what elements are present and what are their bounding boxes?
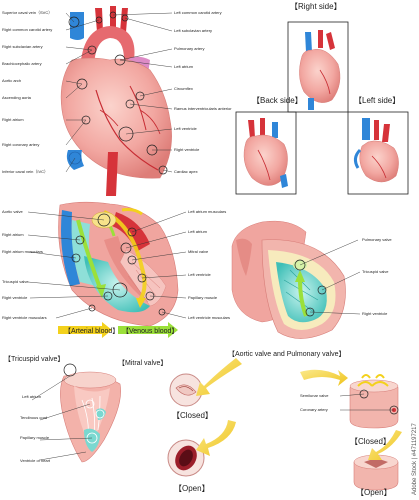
label-cardiac-apex: Cardiac apex [174, 169, 198, 174]
mitral-title: 【Mitral valve】 [118, 359, 167, 367]
label-semilunar-valve: Semilunar valve [300, 393, 329, 398]
back-side-frame [235, 111, 297, 195]
label-section-right-ventricle: Right ventricle [2, 295, 28, 300]
label-section-tricuspid-valve: Tricuspid valve [2, 279, 29, 284]
label-rv-tricuspid-valve: Tricuspid valve [362, 269, 389, 274]
label-tv-left-atrium: Left atrium [22, 394, 42, 399]
label-tv-papillary-muscle: Papillary muscle [20, 435, 50, 440]
label-left-common-carotid: Left common carotid artery [174, 10, 222, 15]
front-view-labels-right: Left common carotid artery Left subclavi… [174, 10, 232, 174]
right-ventricle-cutaway [231, 220, 346, 339]
left-side-frame [347, 111, 409, 195]
label-left-ventricle: Left ventricle [174, 126, 197, 131]
label-left-subclavian: Left subclavian artery [174, 28, 212, 33]
stock-watermark: Adobe Stock | #471197217 [412, 422, 418, 495]
right-side-heart [299, 30, 341, 110]
label-section-right-atrium: Right atrium [2, 232, 24, 237]
front-view-labels-left: Superior caval vein（SVC） Right common ca… [2, 10, 52, 174]
tricuspid-illustration [60, 371, 121, 463]
mitral-open-arrow-icon [196, 420, 236, 456]
section-heart-illustration [58, 201, 179, 327]
right-side-frame [287, 21, 349, 113]
semilunar-leader-1 [339, 393, 365, 397]
semilunar-open-label: 【Open】 [356, 488, 392, 497]
label-pulmonary-artery: Pulmonary artery [174, 46, 204, 51]
right-side-title: 【Right side】 [290, 2, 342, 11]
semilunar-closed-arrow-icon [300, 369, 348, 386]
label-left-ventricle-musculars: Left ventricle musculars [188, 315, 230, 320]
label-aortic-arch: Aortic arch [2, 78, 21, 83]
label-right-common-carotid: Right common carotid artery [2, 27, 52, 32]
label-right-ventricle-musculars: Right ventricle musculars [2, 315, 47, 320]
label-right-subclavian: Right subclavian artery [2, 44, 43, 49]
venous-arrow-icon [118, 322, 178, 338]
mitral-open-illustration [167, 439, 205, 477]
mitral-closed-label: 【Closed】 [172, 411, 213, 420]
front-view-leaders [65, 12, 173, 173]
blood-legend: 【Arterial blood】 【Venous blood】 [58, 322, 178, 338]
semilunar-open-illustration [353, 454, 399, 491]
mitral-closed-illustration [169, 373, 203, 407]
tricuspid-leaders [31, 375, 93, 461]
label-right-atrium-musculars: Right atrium musculars [2, 249, 43, 254]
label-right-ventricle: Right ventricle [174, 147, 200, 152]
section-view-leaders [27, 211, 187, 319]
left-side-heart [353, 118, 399, 183]
left-side-title: 【Left side】 [354, 96, 400, 105]
tricuspid-title: 【Tricuspid valve】 [4, 355, 64, 363]
label-coronary-artery: Coronary artery [300, 407, 328, 412]
legend-venous: 【Venous blood】 [122, 327, 178, 335]
label-right-coronary: Right coronary artery [2, 142, 39, 147]
semilunar-closed-label: 【Closed】 [350, 437, 391, 446]
label-section-left-ventricle: Left ventricle [188, 272, 211, 277]
label-inferior-caval-vein: Inferior caval vein（IVC） [2, 169, 48, 174]
label-tv-ventricle-of-heart: Ventricle of heart [20, 458, 51, 463]
label-left-atrium: Left atrium [174, 64, 194, 69]
mitral-closed-arrow-icon [196, 358, 242, 396]
arterial-arrow-icon [58, 322, 112, 338]
label-aortic-valve: Aortic valve [2, 209, 23, 214]
right-ventricle-leaders [299, 239, 361, 315]
label-ramus-interventricularis: Ramus interventricularis anterior [174, 106, 232, 111]
label-superior-caval-vein: Superior caval vein（SVC） [2, 10, 52, 15]
left-subclavian-shape [120, 8, 128, 32]
label-rv-right-ventricle: Right ventricle [362, 311, 388, 316]
label-ascending-aorta: Ascending aorta [2, 95, 32, 100]
label-circumflex: Circumflex [174, 86, 193, 91]
label-right-atrium: Right atrium [2, 117, 24, 122]
label-section-mitral-valve: Mitral valve [188, 249, 209, 254]
mitral-open-label: 【Open】 [174, 484, 210, 493]
label-papillary-muscle: Papillary muscle [188, 295, 218, 300]
semilunar-closed-illustration [349, 374, 399, 429]
section-view-labels-left: Aortic valve Right atrium Right atrium m… [2, 209, 47, 320]
legend-arterial: 【Arterial blood】 [64, 327, 119, 335]
label-left-atrium-musculars: Left atrium musculars [188, 209, 226, 214]
front-heart-illustration [60, 6, 172, 196]
semilunar-open-arrow-icon [368, 430, 402, 460]
label-tv-tendinous-cord: Tendinous cord [20, 415, 47, 420]
back-side-title: 【Back side】 [252, 96, 303, 105]
label-section-left-atrium: Left atrium [188, 229, 208, 234]
semilunar-section-title: 【Aortic valve and Pulmonary valve】 [228, 350, 346, 358]
label-brachiocephalic: Brachiocephalic artery [2, 61, 42, 66]
label-rv-pulmonary-valve: Pulmonary valve [362, 237, 392, 242]
section-view-labels-right: Left atrium musculars Left atrium Mitral… [188, 209, 230, 320]
back-side-heart [243, 118, 288, 188]
